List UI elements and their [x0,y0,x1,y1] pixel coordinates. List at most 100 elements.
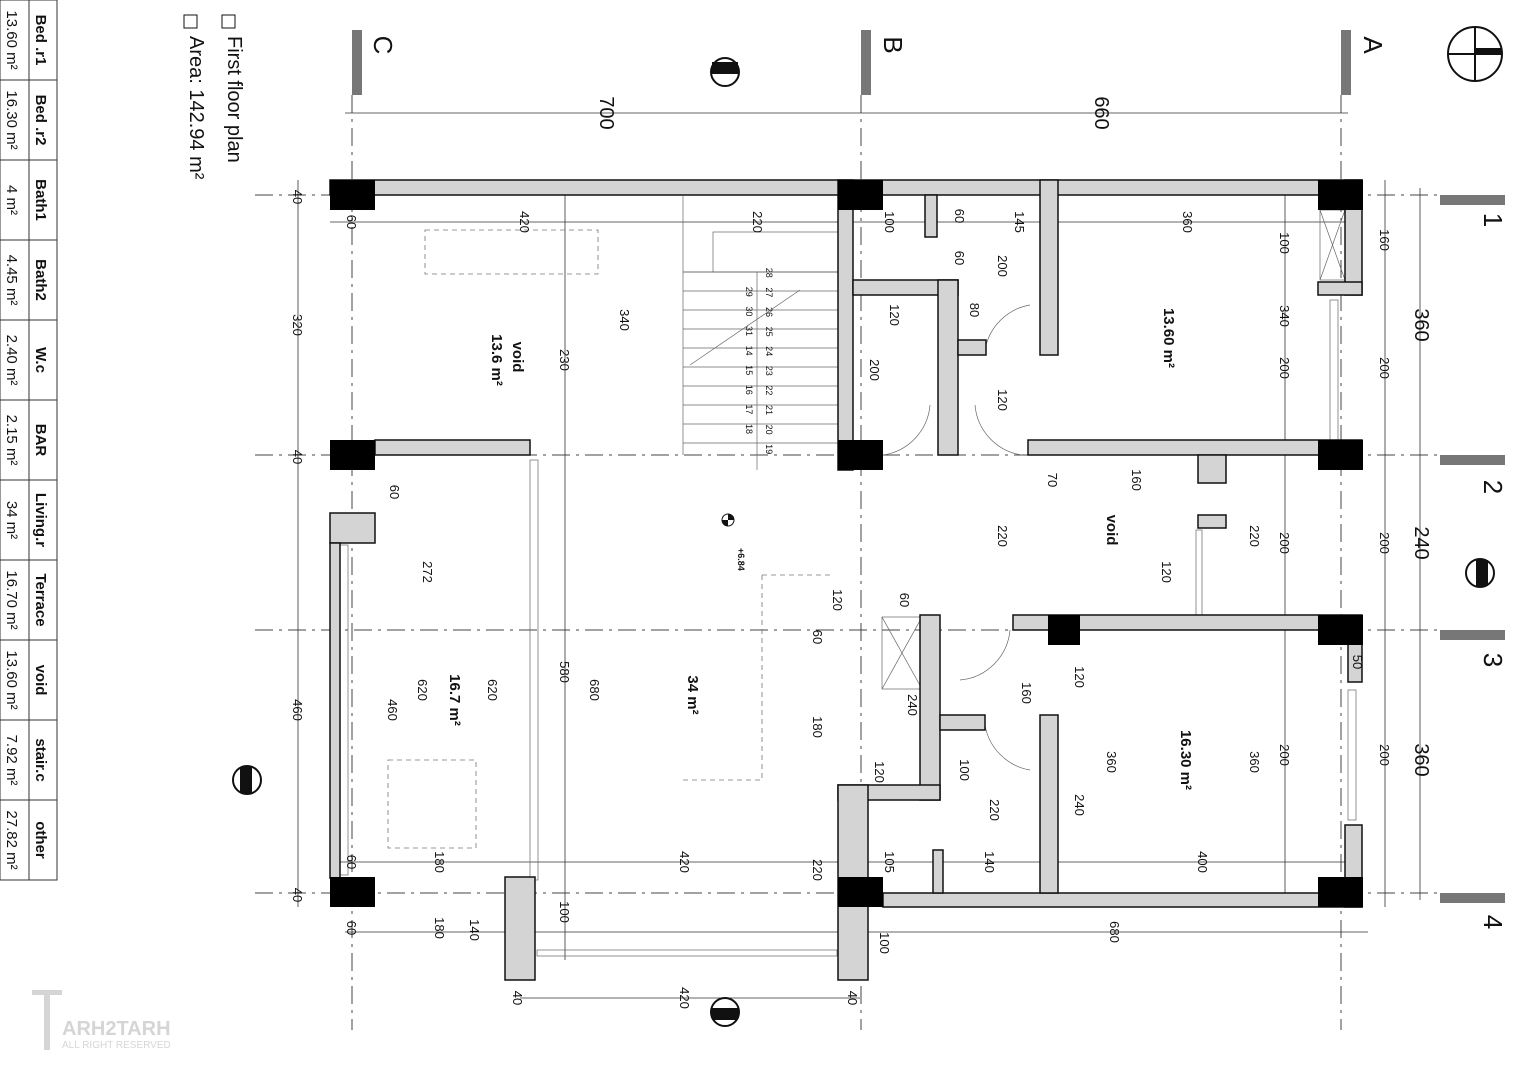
watermark-logo: ARH2TARH ALL RIGHT RESERVED [32,990,171,1051]
dimension-label: 200 [1277,744,1292,766]
table-room-area: 16.70 m² [3,570,20,629]
table-room-name: Bath1 [32,179,49,221]
dimension-label: 100 [957,759,972,781]
dimension-label: 200 [995,255,1010,277]
grid-labels: C B A 1 2 3 4 [368,36,1508,930]
dimension-label: 620 [485,679,500,701]
dimension-label: 40 [845,991,860,1005]
level-marker-icon [721,513,735,527]
stair-step-number: 15 [744,365,754,375]
table-room-area: 4 m² [3,185,20,215]
stair-step-number: 20 [764,425,774,435]
section-marker-icon [1465,558,1495,588]
dimension-label: 460 [290,699,305,721]
area-table: Bed .r1 13.60 m² Bed .r2 16.30 m² Bath1 4 m² B… [0,0,58,881]
grid-label-4: 4 [1478,915,1508,929]
dimension-label: 360 [1180,211,1195,233]
grid-label-b: B [878,36,908,53]
checkbox-icon [221,14,236,29]
dimension-label: 220 [750,211,765,233]
stair-step-number: 19 [764,444,774,454]
stair-step-number: 24 [764,346,774,356]
dimension-label: 360 [1104,751,1119,773]
grid-lines [255,30,1505,1030]
dimension-label: 100 [882,211,897,233]
north-arrow-icon [1447,26,1503,82]
dimension-label: 40 [290,450,305,464]
dimension-label: 272 [420,561,435,583]
table-room-area: 13.60 m² [3,10,20,69]
stair-step-number: 29 [744,287,754,297]
dimension-label: 60 [952,209,967,223]
svg-text:ARH2TARH: ARH2TARH [62,1018,171,1040]
table-room-name: Bed .r1 [32,15,49,66]
dimension-label: 220 [987,799,1002,821]
dimension-label: 700 [595,96,617,129]
dimension-label: 180 [432,851,447,873]
dimension-label: 60 [387,485,402,499]
dimension-label: 60 [344,921,359,935]
dimension-label: 400 [1195,851,1210,873]
dimension-label: 180 [432,917,447,939]
stair-step-number: 23 [764,366,774,376]
dimension-label: 200 [1377,744,1392,766]
room-terrace-area: 16.7 m² [446,674,463,726]
table-room-area: 2.15 m² [3,415,20,466]
dimension-label: 180 [810,716,825,738]
dimension-label: 140 [467,919,482,941]
stair-step-number: 21 [764,405,774,415]
dimension-label: 60 [810,630,825,644]
dimension-label: 200 [867,359,882,381]
dimension-label: 60 [897,593,912,607]
checkbox-icon [183,14,198,29]
dimension-label: 80 [967,303,982,317]
room-void-1-name: void [509,342,526,373]
section-marker-icon [232,765,262,795]
stair-step-number: 22 [764,385,774,395]
dimension-label: 120 [872,761,887,783]
table-room-name: Terrace [32,573,49,626]
table-room-area: 16.30 m² [3,90,20,149]
dimension-label: 220 [810,859,825,881]
stair-step-number: 30 [744,306,754,316]
dimension-label: 240 [1410,526,1432,559]
dimension-label: 420 [677,987,692,1009]
stair-step-number: 16 [744,385,754,395]
grid-label-2: 2 [1478,480,1508,494]
table-room-name: Bed .r2 [32,95,49,146]
stair-step-number: 28 [764,268,774,278]
room-void-1-area: 13.6 m² [488,334,505,386]
room-bed-2-area: 16.30 m² [1177,730,1194,790]
dimension-label: 60 [344,855,359,869]
section-marker-icon [710,57,740,87]
table-room-name: W.c [32,347,49,373]
dimension-label: 200 [1277,357,1292,379]
table-room-area: 13.60 m² [3,650,20,709]
grid-label-3: 3 [1478,653,1508,667]
section-markers: +6.84 [232,57,1495,1027]
dimension-label: 160 [1377,229,1392,251]
dimension-label: 160 [1129,469,1144,491]
dimension-label: 220 [1247,525,1262,547]
plan-title-block: First floor plan Area: 142.94 m² [183,14,245,180]
dimension-label: 340 [1277,305,1292,327]
dimension-label: 160 [1019,682,1034,704]
dimension-label: 145 [1012,211,1027,233]
dimension-label: 660 [1090,96,1112,129]
stair-step-number: 17 [744,404,754,414]
dimension-label: 140 [982,851,997,873]
dimension-label: 60 [344,215,359,229]
dimension-label: 60 [952,251,967,265]
dimension-label: 120 [830,589,845,611]
dimension-label: 220 [995,525,1010,547]
table-room-name: stair.c [32,738,49,781]
dimension-label: 120 [887,304,902,326]
dimension-label: 120 [1072,666,1087,688]
level-mark: +6.84 [736,548,746,571]
room-labels: void 13.6 m² 13.60 m² void 16.30 m² 34 m… [446,308,1194,790]
dimension-label: 360 [1247,751,1262,773]
table-room-name: Bath2 [32,259,49,301]
